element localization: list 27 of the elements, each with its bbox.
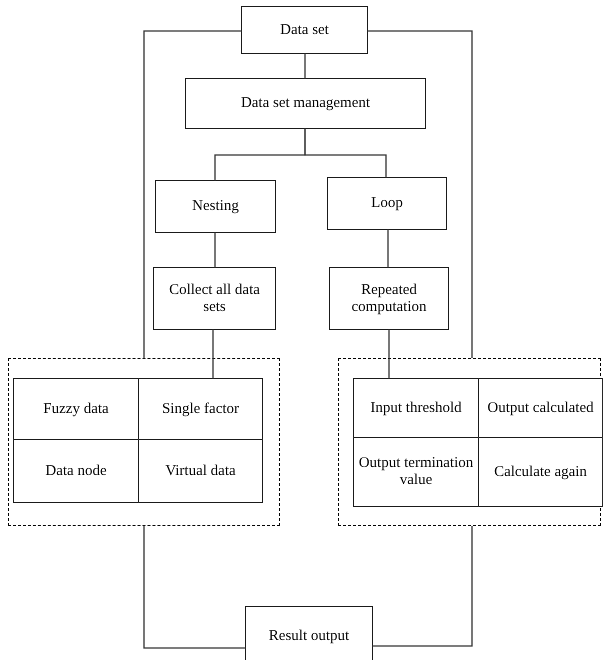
table-cell: Data node [13,439,139,503]
table-cell: Calculate again [478,437,603,507]
connector-line [388,330,390,378]
table-cell: Virtual data [138,439,263,503]
connector-line [212,330,214,378]
connector-line [214,233,216,267]
process-box: Data set management [185,78,426,129]
process-box: Loop [327,177,447,230]
connector-line [304,129,387,177]
connector-line [143,30,241,358]
table-cell: Input threshold [353,378,479,438]
table-cell: Output termination value [353,437,479,507]
process-box: Nesting [155,180,276,233]
connector-line [387,230,389,267]
process-box: Repeated computation [329,267,449,330]
dashed-group-box [8,358,280,526]
connector-line [368,30,473,358]
connector-line [143,526,245,649]
process-box: Result output [245,606,373,660]
connector-line [373,526,473,647]
connector-line [304,54,306,78]
table-cell: Output calculated [478,378,603,438]
process-box: Data set [241,6,368,54]
table-cell: Single factor [138,378,263,440]
process-box: Collect all data sets [153,267,276,330]
table-cell: Fuzzy data [13,378,139,440]
dashed-group-box [338,358,601,526]
